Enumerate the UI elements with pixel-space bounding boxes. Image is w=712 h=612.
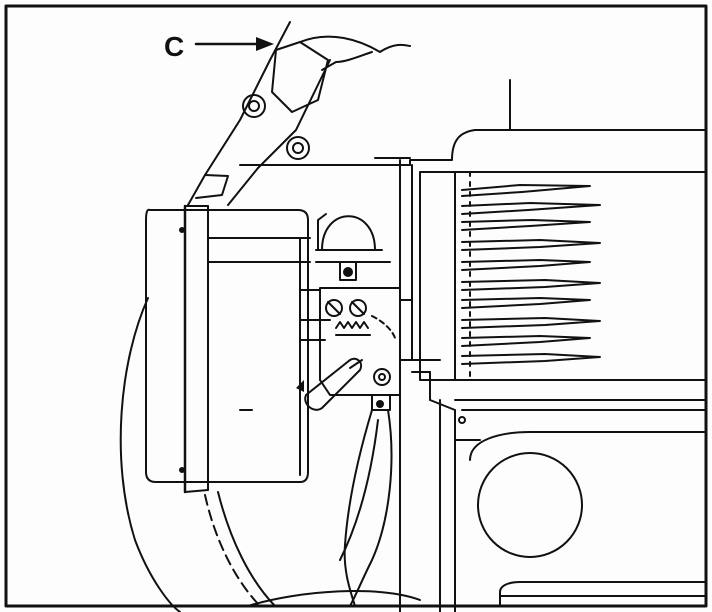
flywheel-shroud-arc — [119, 297, 421, 612]
callout-c: C — [164, 31, 274, 62]
adjust-screw-left — [325, 299, 343, 317]
adjust-screw-right — [349, 299, 367, 317]
choke-lever — [304, 357, 362, 411]
air-cleaner-housing — [145, 204, 311, 494]
primer-bulb — [321, 215, 376, 251]
governor-gear — [335, 321, 369, 329]
pointer-mark — [296, 380, 304, 392]
arrow-head-icon — [256, 37, 274, 51]
callout-label-c: C — [164, 31, 184, 62]
crankcase-boss — [477, 452, 583, 558]
crankcase — [454, 431, 707, 607]
throttle-bracket — [187, 21, 411, 206]
carburetor — [299, 213, 413, 607]
fuel-fitting — [373, 368, 391, 386]
bolt-head-upper — [242, 94, 266, 118]
bolt-head-lower — [286, 136, 310, 160]
engine-frame-rails — [399, 79, 511, 612]
cylinder-cooling-fins — [409, 129, 707, 424]
